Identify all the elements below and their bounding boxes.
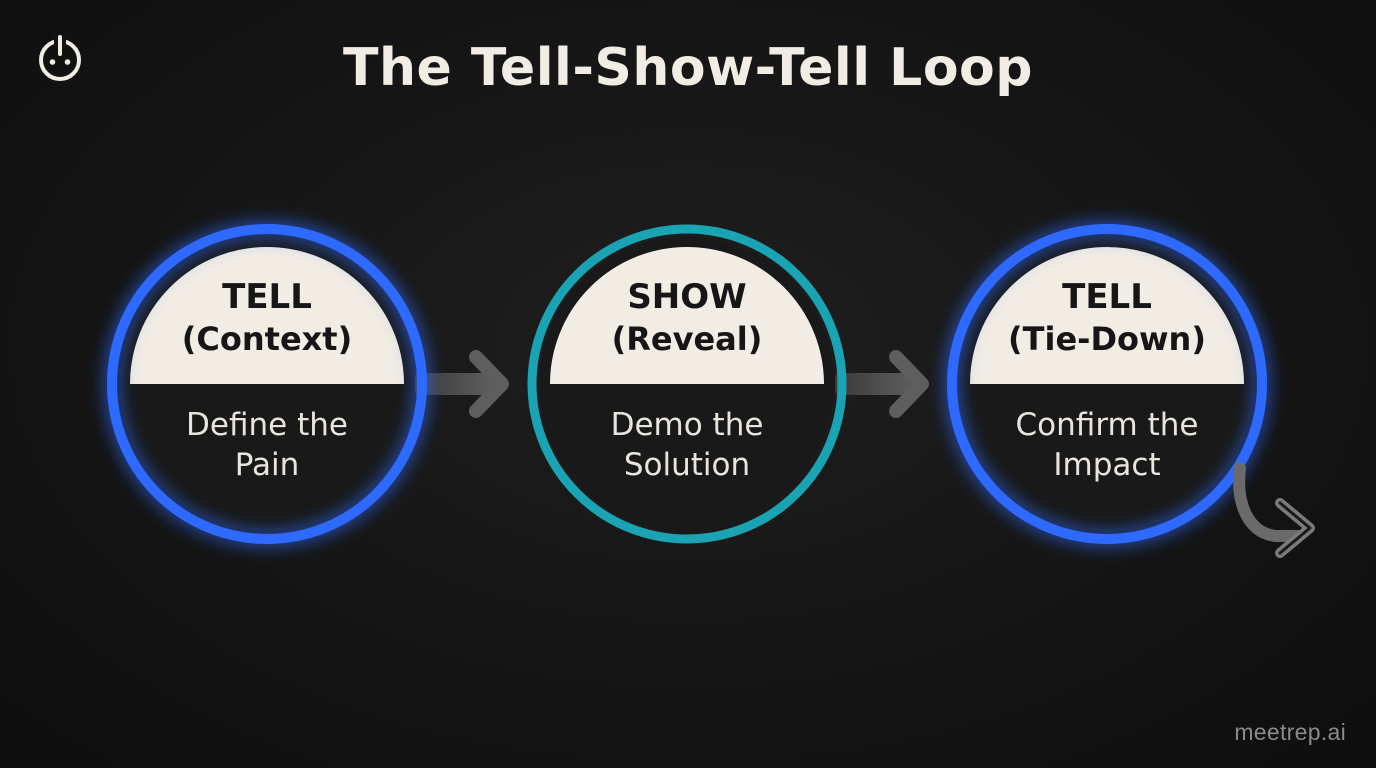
step-3-description: Confirm the Impact <box>967 405 1247 485</box>
step-1-subheading: (Context) <box>181 320 353 358</box>
step-3-heading: TELL <box>1062 277 1152 317</box>
step-3-subheading: (Tie-Down) <box>1008 320 1206 358</box>
watermark: meetrep.ai <box>1234 719 1346 745</box>
step-2-subheading: (Reveal) <box>611 320 763 358</box>
page-title: The Tell-Show-Tell Loop <box>343 38 1033 98</box>
step-2-description: Demo the Solution <box>547 405 827 485</box>
arrow-right-icon <box>415 350 509 418</box>
step-1-description: Define the Pain <box>127 405 407 485</box>
power-face-icon <box>39 35 81 81</box>
step-3-text: TELL (Tie-Down) <box>967 276 1247 360</box>
loop-exit-arrow-icon <box>1144 462 1315 558</box>
step-2-description-line1: Demo the <box>610 407 764 443</box>
step-2-heading: SHOW <box>627 277 747 317</box>
step-show-reveal <box>527 224 847 544</box>
step-3-description-line2: Impact <box>1053 447 1161 483</box>
step-2-text: SHOW (Reveal) <box>547 276 827 360</box>
step-tell-tie-down <box>947 224 1267 544</box>
arrow-right-icon <box>835 350 929 418</box>
step-1-text: TELL (Context) <box>127 276 407 360</box>
step-1-heading: TELL <box>222 277 312 317</box>
step-1-description-line2: Pain <box>234 447 300 483</box>
step-1-description-line1: Define the <box>186 407 348 443</box>
step-tell-context <box>107 224 427 544</box>
step-2-description-line2: Solution <box>623 447 751 483</box>
step-3-description-line1: Confirm the <box>1015 407 1199 443</box>
